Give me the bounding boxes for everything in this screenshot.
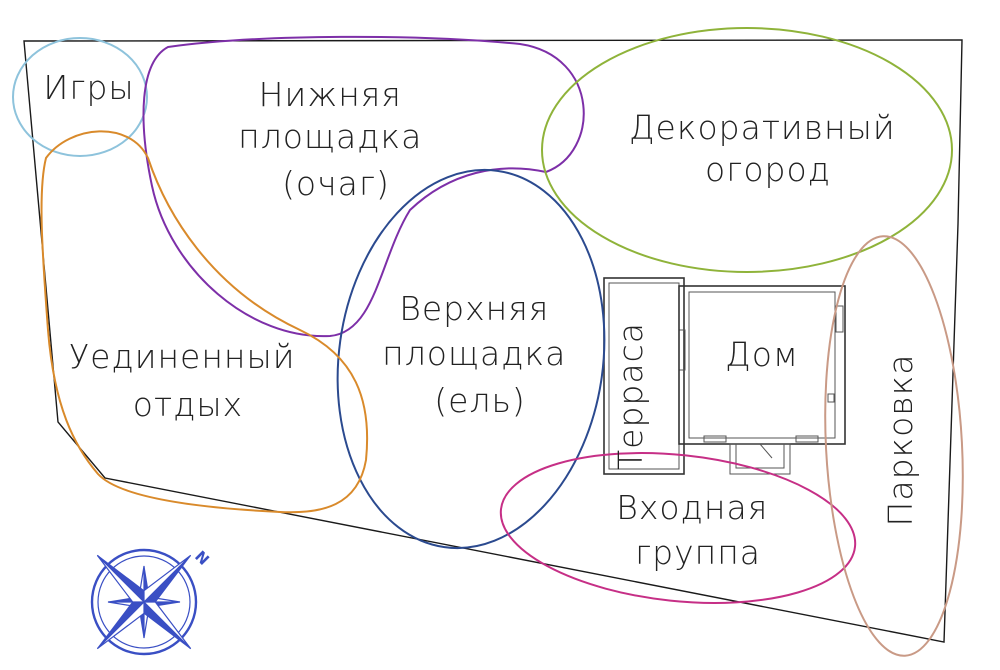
compass-north-label: N [191, 547, 213, 569]
zone-lower-platform-outline [142, 35, 585, 338]
label-upper-platform: Верхняя площадка (ель) [382, 289, 578, 420]
label-parking: Парковка [881, 354, 920, 527]
house-building [678, 285, 846, 475]
zone-upper-platform-outline [336, 168, 606, 550]
zone-decorative-garden-outline [541, 27, 953, 273]
terrace-building [603, 277, 686, 475]
label-entrance-group: Входная группа [616, 488, 780, 572]
zone-parking-outline [824, 235, 964, 657]
label-games: Игры [43, 68, 134, 107]
compass-rose-icon [90, 548, 198, 656]
zone-secluded-rest-outline [40, 130, 369, 514]
plot-boundary [23, 39, 963, 643]
label-lower-platform: Нижняя площадка (очаг) [238, 75, 434, 203]
label-secluded-rest: Уединенный отдых [69, 337, 307, 424]
label-terrace: Терраса [611, 322, 650, 470]
label-decorative-garden: Декоративный огород [629, 108, 907, 189]
zone-entrance-group-outline [499, 452, 857, 604]
zone-games-outline [12, 37, 148, 157]
label-house: Дом [725, 335, 799, 374]
